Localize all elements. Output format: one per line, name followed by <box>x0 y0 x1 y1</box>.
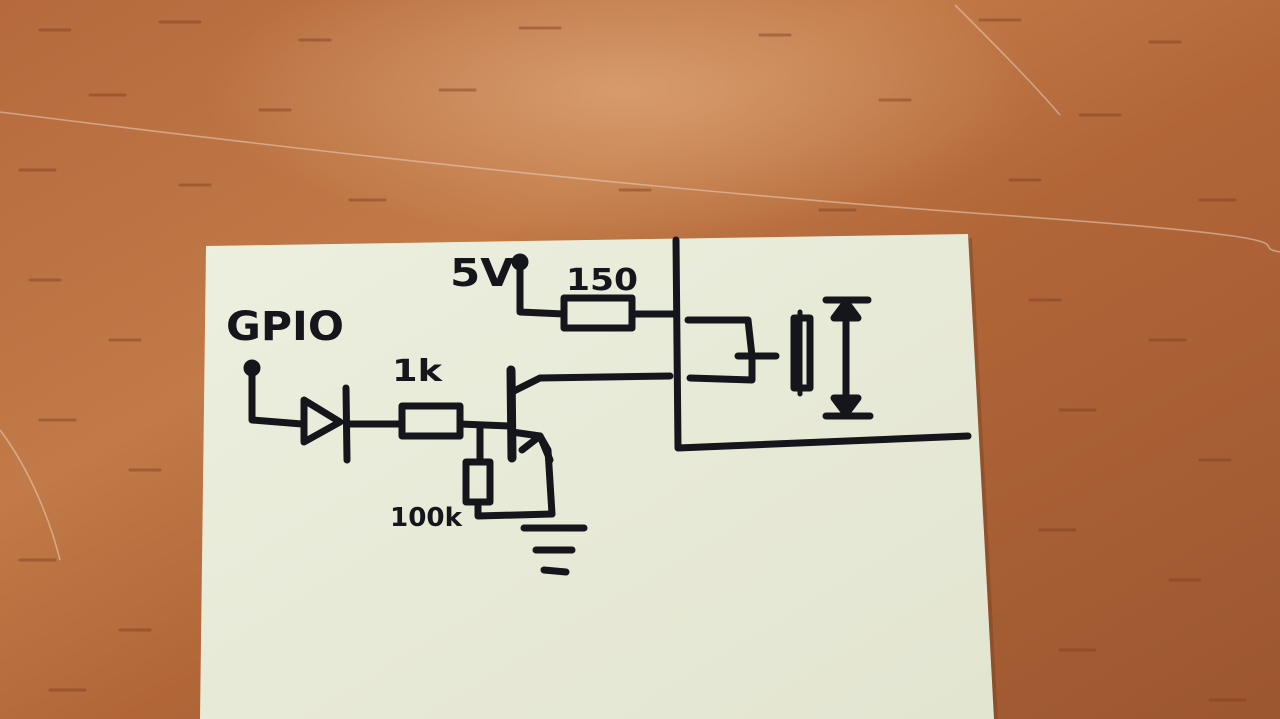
supply-wire <box>516 260 568 318</box>
connector-pin-lower <box>686 354 756 384</box>
base-wire <box>456 420 514 430</box>
gpio-label: GPIO <box>226 304 344 350</box>
base-resistor-label: 1k <box>392 354 443 389</box>
wood-grain <box>18 18 1247 702</box>
connector-pin-upper <box>684 316 756 360</box>
circuit-drawing <box>243 236 972 576</box>
pulldown-resistor-label: 100k <box>390 503 463 533</box>
connector-vertical-bar <box>672 236 972 452</box>
pulldown-wire-bottom <box>474 498 556 520</box>
supply-label: 5V <box>450 251 515 295</box>
transistor-symbol <box>506 365 674 518</box>
diode-symbol <box>300 384 406 464</box>
double-arrow-symbol <box>822 296 874 420</box>
gpio-input-wire <box>248 366 306 428</box>
ground-symbol <box>520 524 588 576</box>
wood-scratches <box>0 4 1280 561</box>
led-resistor-label: 150 <box>566 263 638 298</box>
